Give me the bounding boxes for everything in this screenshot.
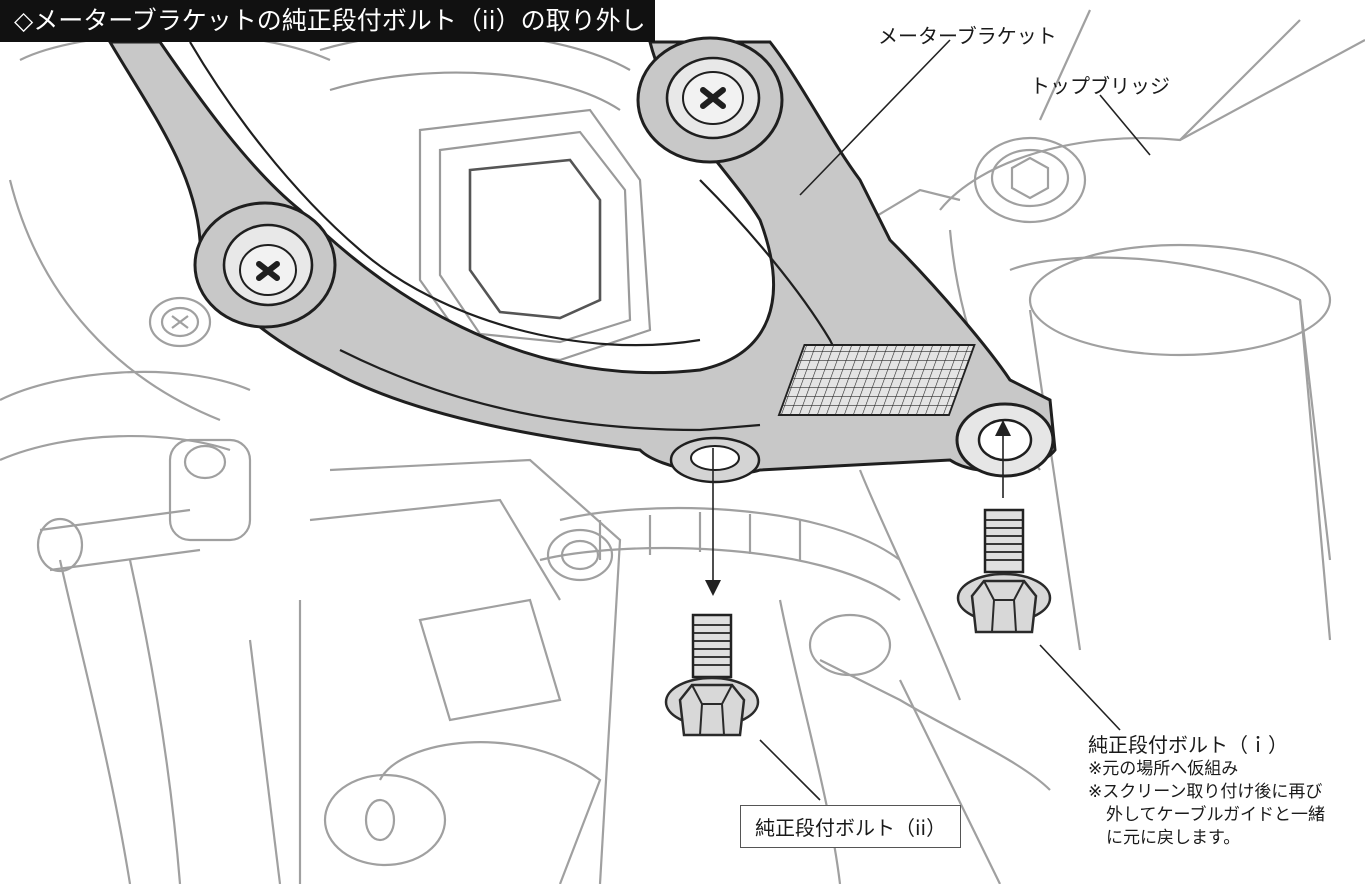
phillips-screw-icon: [193, 201, 337, 329]
label-bolt-ii: 純正段付ボルト（ii）: [740, 805, 962, 848]
background-parts: [0, 9, 1365, 884]
leader-lines: [705, 39, 1151, 801]
label-top-bridge: トップブリッジ: [1030, 74, 1170, 98]
leader-meter-bracket: [799, 39, 951, 196]
phillips-screw-icon: [636, 36, 784, 164]
leader-bolt-i: [1039, 644, 1121, 731]
hex-socket-bolt-icon: [973, 136, 1087, 224]
label-bolt-i: 純正段付ボルト（ｉ）: [1088, 733, 1288, 757]
bolt-i-notes: 純正段付ボルト（ｉ） ※元の場所へ仮組み ※スクリーン取り付け後に再び 外してケ…: [1088, 732, 1325, 850]
flanged-hex-bolt-icon: [664, 613, 760, 737]
note-line: ※スクリーン取り付け後に再び: [1088, 782, 1323, 802]
flanged-hex-bolt-icon: [956, 508, 1052, 634]
meter-bracket: [107, 36, 1057, 484]
note-line: 外してケーブルガイドと一緒: [1106, 805, 1325, 825]
phillips-screw-icon: [148, 296, 212, 348]
note-line: に元に戻します。: [1106, 828, 1241, 848]
leader-bolt-ii: [759, 739, 821, 801]
leader-top-bridge: [1099, 94, 1151, 156]
label-meter-bracket: メーターブラケット: [878, 24, 1057, 48]
note-line: ※元の場所へ仮組み: [1088, 759, 1239, 779]
page-title: ◇メーターブラケットの純正段付ボルト（ii）の取り外し: [0, 0, 655, 42]
top-bridge-outline: [939, 19, 1301, 211]
